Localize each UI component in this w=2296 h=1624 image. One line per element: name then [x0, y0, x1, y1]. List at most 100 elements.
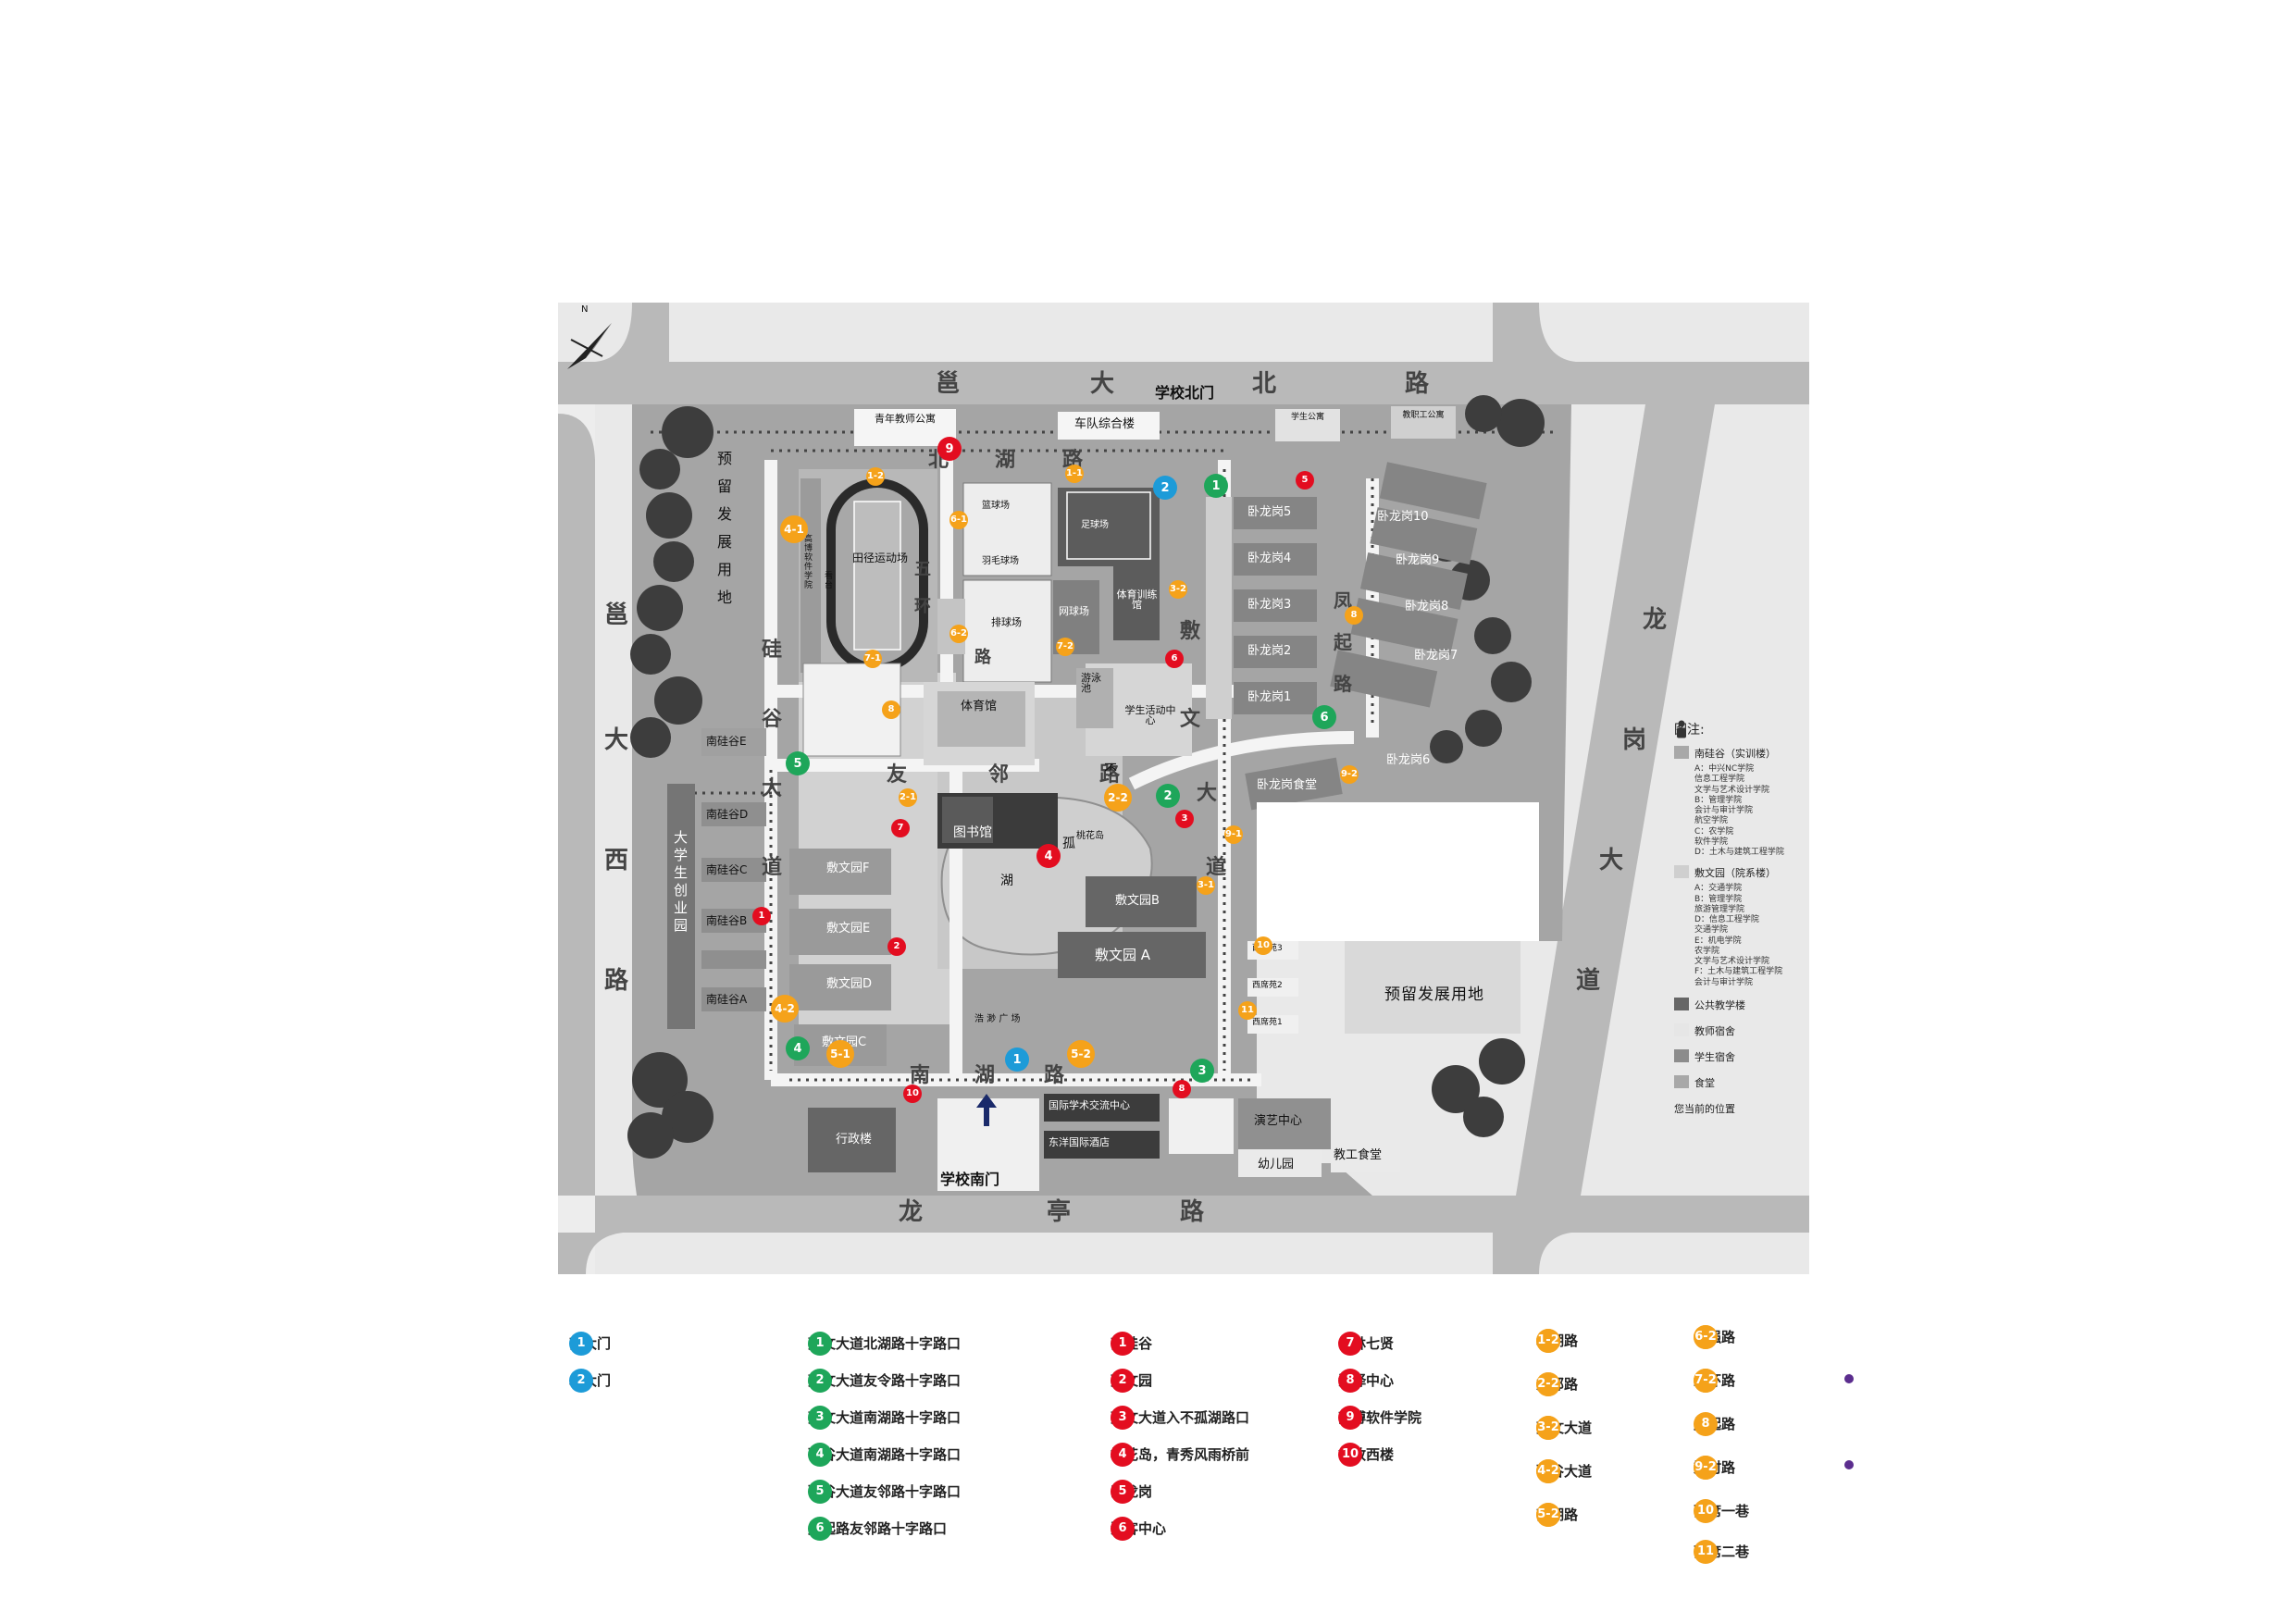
key-pin-orange-2-b[interactable]: 2-2: [1536, 1371, 1560, 1396]
key-pin-orange-5-b[interactable]: 5-2: [1536, 1502, 1560, 1527]
key-pin-red2-3[interactable]: 9: [1338, 1405, 1362, 1430]
fuwenyuan-e[interactable]: 敷文园E: [826, 922, 871, 936]
track-field[interactable]: 田径运动场: [852, 552, 909, 564]
key-pin-blue-2[interactable]: 2: [569, 1368, 593, 1393]
map-pin-orange-5-2[interactable]: 5-2: [1067, 1040, 1095, 1068]
key-pin-orange2-4-b[interactable]: 9-2: [1694, 1455, 1718, 1480]
map-pin-orange-6-1[interactable]: 6-1: [949, 511, 968, 529]
student-activity-center[interactable]: 学生活动中心: [1124, 704, 1176, 726]
nanguigu-a[interactable]: 南硅谷A: [706, 993, 748, 1006]
key-orange2-4[interactable]: 9-19-2梁村路: [1694, 1455, 1735, 1480]
key-pin-red-4[interactable]: 4: [1111, 1442, 1135, 1467]
map-pin-orange-4-1[interactable]: 4-1: [780, 515, 808, 543]
tennis-court[interactable]: 网球场: [1059, 605, 1089, 617]
key-blue-2[interactable]: 2北大门: [569, 1368, 611, 1393]
nanguigu-b[interactable]: 南硅谷B: [706, 914, 748, 927]
key-pin-red2-4[interactable]: 10: [1338, 1442, 1362, 1467]
key-pin-red2-1[interactable]: 7: [1338, 1331, 1362, 1356]
fuwenyuan-a[interactable]: 敷文园 A: [1095, 947, 1151, 963]
software-college[interactable]: 高博软件学院: [802, 534, 812, 589]
map-pin-red-2[interactable]: 2: [887, 937, 906, 956]
wolonggang-1[interactable]: 卧龙岗1: [1247, 690, 1292, 704]
admin-building[interactable]: 行政楼: [836, 1133, 873, 1147]
motorcade-building[interactable]: 车队综合楼: [1074, 417, 1136, 431]
key-pin-orange-4-b[interactable]: 4-2: [1536, 1458, 1560, 1483]
fuwenyuan-f[interactable]: 敷文园F: [826, 862, 870, 875]
map-pin-green-3[interactable]: 3: [1190, 1059, 1214, 1083]
map-pin-blue-2[interactable]: 2: [1153, 476, 1177, 500]
map-pin-red-8[interactable]: 8: [1173, 1080, 1191, 1098]
wolonggang-6[interactable]: 卧龙岗6: [1386, 753, 1431, 767]
key-pin-red-5[interactable]: 5: [1111, 1479, 1135, 1504]
fuwenyuan-d[interactable]: 敷文园D: [826, 977, 873, 991]
wolonggang-9[interactable]: 卧龙岗9: [1396, 553, 1440, 567]
key-orange2-1[interactable]: 6-16-2自强路: [1694, 1324, 1735, 1349]
map-pin-red-3[interactable]: 3: [1175, 810, 1194, 828]
wolonggang-5[interactable]: 卧龙岗5: [1247, 505, 1292, 519]
volleyball-court[interactable]: 排球场: [991, 616, 1022, 628]
map-pin-red-1[interactable]: 1: [752, 907, 771, 925]
key-pin-red-6[interactable]: 6: [1111, 1516, 1135, 1541]
key-pin-green-5[interactable]: 5: [808, 1479, 832, 1504]
key-pin-orange-1-b[interactable]: 1-2: [1536, 1328, 1560, 1353]
wolonggang-8[interactable]: 卧龙岗8: [1405, 600, 1449, 614]
map-pin-orange-1-2[interactable]: 1-2: [866, 467, 885, 486]
young-teacher-apartment[interactable]: 青年教师公寓: [875, 413, 936, 425]
staff-canteen[interactable]: 教工食堂: [1334, 1148, 1383, 1162]
map-pin-blue-1[interactable]: 1: [1005, 1048, 1029, 1072]
wolonggang-3[interactable]: 卧龙岗3: [1247, 598, 1292, 612]
wolonggang-7[interactable]: 卧龙岗7: [1414, 649, 1458, 663]
key-pin-orange2-5-b[interactable]: 10: [1694, 1498, 1718, 1523]
football-field[interactable]: 足球场: [1081, 520, 1109, 530]
key-pin-orange2-2-b[interactable]: 7-2: [1694, 1368, 1718, 1393]
map-pin-orange-8[interactable]: 8: [1345, 606, 1363, 625]
map-pin-orange-10[interactable]: 10: [1254, 936, 1272, 955]
key-red-2[interactable]: 2敷文园: [1111, 1368, 1152, 1393]
key-orange-1[interactable]: 1-11-2北湖路: [1536, 1328, 1578, 1353]
map-pin-red-4[interactable]: 4: [1036, 844, 1061, 868]
key-pin-red-2[interactable]: 2: [1111, 1368, 1135, 1393]
arts-center[interactable]: 演艺中心: [1254, 1114, 1303, 1128]
map-pin-orange-9-2[interactable]: 9-2: [1340, 765, 1359, 784]
map-pin-orange-2-2[interactable]: 2-2: [1104, 784, 1132, 812]
wolonggang-4[interactable]: 卧龙岗4: [1247, 552, 1292, 565]
sports-training-hall[interactable]: 体育训练馆: [1116, 589, 1158, 611]
key-pin-red-3[interactable]: 3: [1111, 1405, 1135, 1430]
key-pin-blue-1[interactable]: 1: [569, 1331, 593, 1356]
map-pin-red-6[interactable]: 6: [1165, 650, 1184, 668]
map-pin-green-4[interactable]: 4: [786, 1036, 810, 1060]
map-pin-red-9[interactable]: 9: [937, 437, 962, 461]
nanguigu-d[interactable]: 南硅谷D: [706, 808, 749, 821]
map-pin-orange-11[interactable]: 11: [1238, 1001, 1257, 1020]
map-pin-red-10[interactable]: 10: [903, 1085, 922, 1103]
key-orange2-3[interactable]: 8凤起路: [1694, 1411, 1735, 1436]
key-red-1[interactable]: 1南硅谷: [1111, 1331, 1152, 1356]
map-pin-green-5[interactable]: 5: [786, 751, 810, 775]
nanguigu-e[interactable]: 南硅谷E: [706, 735, 747, 748]
map-pin-orange-1-1[interactable]: 1-1: [1065, 465, 1084, 483]
library[interactable]: 图书馆: [953, 825, 992, 840]
key-pin-green-3[interactable]: 3: [808, 1405, 832, 1430]
map-pin-green-2[interactable]: 2: [1156, 784, 1180, 808]
key-orange-2[interactable]: 2-12-2友邻路: [1536, 1371, 1578, 1396]
gymnasium[interactable]: 体育馆: [961, 700, 998, 713]
map-pin-orange-4-2[interactable]: 4-2: [771, 995, 799, 1023]
key-pin-red-1[interactable]: 1: [1111, 1331, 1135, 1356]
map-pin-orange-9-1[interactable]: 9-1: [1224, 825, 1243, 844]
map-pin-red-7[interactable]: 7: [891, 819, 910, 837]
basketball-court[interactable]: 篮球场: [982, 501, 1010, 511]
map-pin-orange-3-2[interactable]: 3-2: [1169, 580, 1187, 599]
